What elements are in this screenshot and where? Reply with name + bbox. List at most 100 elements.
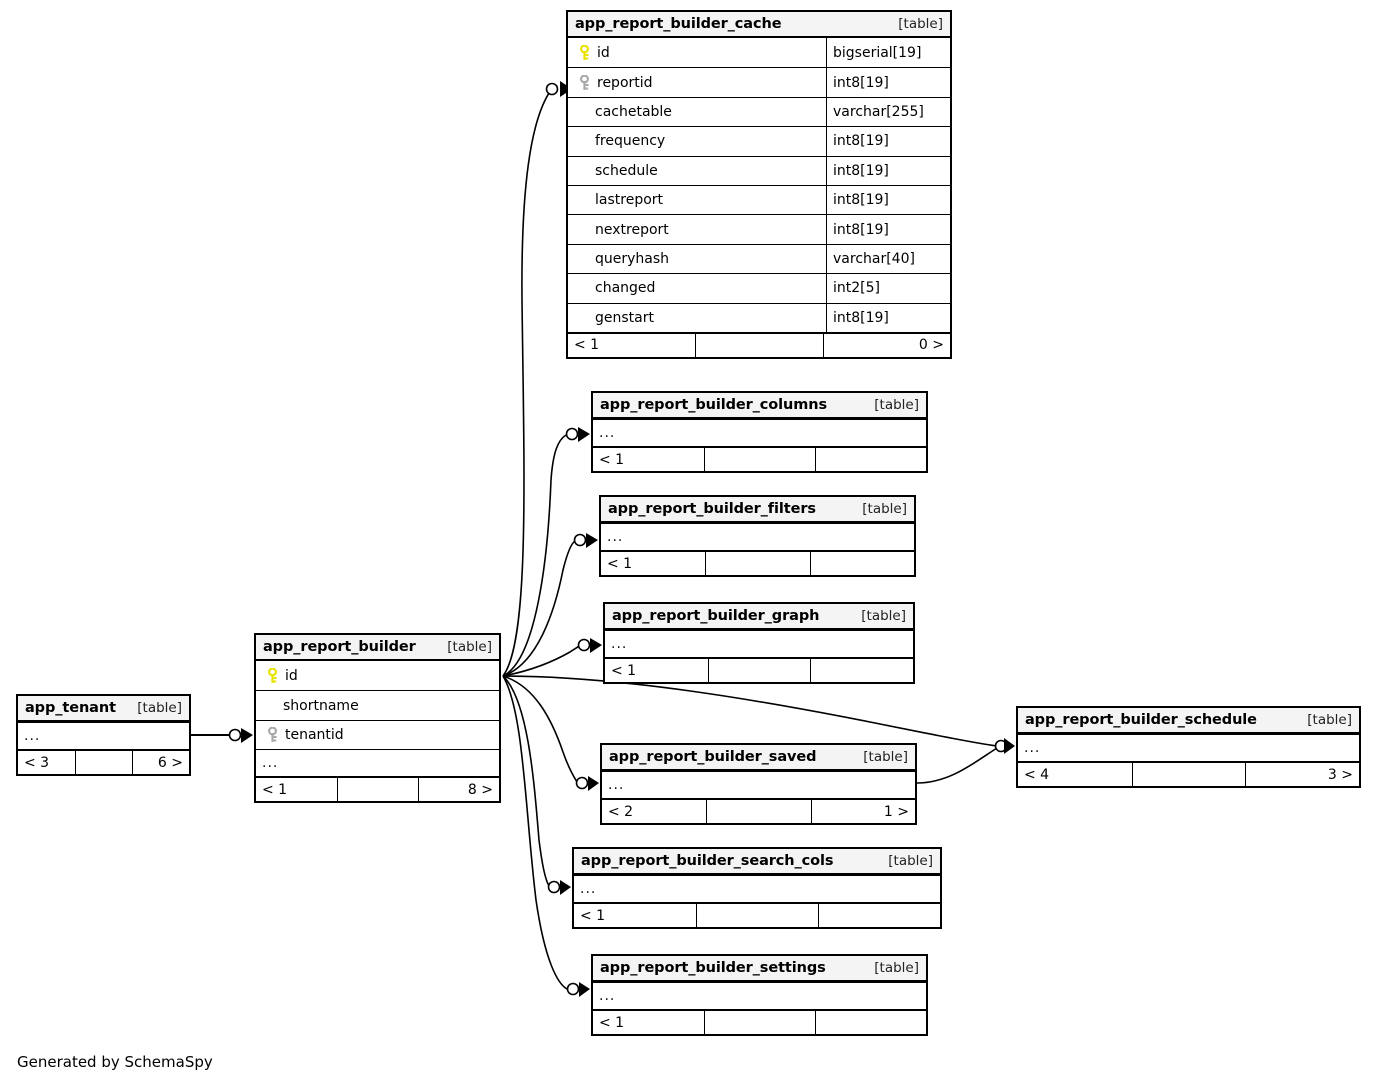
- table-title: app_report_builder: [263, 638, 416, 655]
- column-type-cell: int8[19]: [826, 127, 950, 156]
- column-label: genstart: [595, 309, 654, 326]
- footer-incoming-count: < 4: [1024, 766, 1050, 783]
- table-node-app_report_builder[interactable]: app_report_builder [table] id shortname tena…: [254, 633, 501, 804]
- table-kind-label: [table]: [874, 396, 919, 413]
- table-kind-label: [table]: [863, 748, 908, 765]
- table-node-app_report_builder_cache[interactable]: app_report_builder_cache [table] id bigseri…: [566, 10, 952, 359]
- column-type-cell: bigserial[19]: [826, 38, 950, 68]
- edge-builder-to-saved: [502, 675, 578, 783]
- footer-middle-cell: [706, 800, 810, 823]
- footer-incoming-count: < 1: [262, 781, 288, 798]
- footer-middle-cell: [75, 751, 132, 774]
- table-node-app_report_builder_settings[interactable]: app_report_builder_settings[table]...< 1: [591, 954, 928, 1036]
- columns-ellipsis-row: ...: [256, 749, 499, 776]
- edge-builder-to-graph: [502, 644, 580, 677]
- column-label: queryhash: [595, 250, 670, 267]
- column-name-cell: lastreport: [568, 186, 826, 214]
- footer-outgoing-count: [815, 448, 926, 471]
- column-name-cell: tenantid: [256, 721, 499, 749]
- table-footer-app_report_builder_filters: < 1: [601, 550, 914, 575]
- table-node-app_report_builder_filters[interactable]: app_report_builder_filters[table]... < 1: [599, 495, 916, 577]
- table-kind-label: [table]: [898, 15, 943, 32]
- table-kind-label: [table]: [447, 638, 492, 655]
- footer-outgoing-count: 8 >: [418, 778, 499, 802]
- table-header-app_report_builder_search_cols: app_report_builder_search_cols[table]: [574, 849, 940, 875]
- columns-ellipsis-row: ...: [601, 523, 914, 550]
- primary-key-icon: [577, 44, 592, 61]
- footer-outgoing-count: [815, 1011, 926, 1034]
- footer-incoming-count: < 1: [599, 451, 625, 468]
- column-name-cell: id: [568, 38, 826, 67]
- primary-key-icon: [265, 667, 280, 684]
- footer-incoming-count: < 1: [599, 1014, 625, 1031]
- column-row-shortname: shortname: [256, 690, 499, 719]
- table-footer-app_report_builder_settings: < 1: [593, 1009, 926, 1034]
- footer-outgoing-count: [809, 552, 914, 575]
- table-footer-app_report_builder_cache: < 1 0 >: [568, 331, 950, 357]
- footer-middle-cell: [696, 904, 818, 927]
- table-header-app_report_builder: app_report_builder [table]: [256, 635, 499, 661]
- table-footer-app_report_builder: < 1 8 >: [256, 776, 499, 802]
- column-label: reportid: [597, 74, 653, 91]
- column-label: id: [285, 667, 298, 684]
- edge-builder-to-columns: [502, 434, 567, 677]
- table-header-app_report_builder_filters: app_report_builder_filters[table]: [601, 497, 914, 523]
- columns-ellipsis-row: ...: [602, 771, 915, 798]
- table-title: app_report_builder_columns: [600, 396, 828, 413]
- table-header-app_report_builder_graph: app_report_builder_graph[table]: [605, 604, 913, 630]
- columns-ellipsis-row: ...: [1018, 734, 1359, 761]
- footer-middle-cell: [705, 552, 809, 575]
- footer-outgoing-count: 0 >: [822, 333, 950, 357]
- column-type-cell: varchar[40]: [826, 244, 950, 274]
- column-name-cell: frequency: [568, 127, 826, 155]
- footer-middle-cell: [704, 1011, 815, 1034]
- column-row-queryhash: queryhash varchar[40]: [568, 243, 950, 274]
- table-header-app_report_builder_schedule: app_report_builder_schedule[table]: [1018, 708, 1359, 734]
- column-row-id: id: [256, 661, 499, 690]
- column-label: schedule: [595, 162, 658, 179]
- column-name-cell: queryhash: [568, 245, 826, 273]
- table-title: app_report_builder_saved: [609, 748, 817, 765]
- footer-incoming-count: < 3: [24, 754, 50, 771]
- table-node-app_report_builder_schedule[interactable]: app_report_builder_schedule[table]... < 4…: [1016, 706, 1361, 788]
- columns-ellipsis-row: ...: [593, 982, 926, 1009]
- table-node-app_report_builder_graph[interactable]: app_report_builder_graph[table]...< 1: [603, 602, 915, 684]
- column-name-cell: nextreport: [568, 215, 826, 243]
- table-kind-label: [table]: [1307, 711, 1352, 728]
- table-title: app_report_builder_cache: [575, 15, 782, 32]
- column-type-cell: varchar[255]: [826, 97, 950, 127]
- footer-incoming-count: < 1: [574, 337, 600, 354]
- column-type-cell: int8[19]: [826, 215, 950, 244]
- table-kind-label: [table]: [137, 699, 182, 716]
- footer-middle-cell: [1131, 763, 1246, 786]
- column-name-cell: changed: [568, 274, 826, 302]
- footer-outgoing-count: 1 >: [810, 800, 915, 823]
- table-node-app_report_builder_search_cols[interactable]: app_report_builder_search_cols[table]...…: [572, 847, 942, 929]
- table-title: app_report_builder_filters: [608, 500, 816, 517]
- column-label: lastreport: [595, 192, 664, 209]
- column-label: tenantid: [285, 726, 344, 743]
- table-footer-app_report_builder_graph: < 1: [605, 657, 913, 682]
- table-title: app_tenant: [25, 699, 116, 716]
- edge-builder-to-settings: [502, 675, 568, 990]
- column-row-id: id bigserial[19]: [568, 38, 950, 68]
- generated-by-caption: Generated by SchemaSpy: [17, 1053, 213, 1071]
- columns-ellipsis-row: ...: [605, 630, 913, 657]
- footer-incoming-count: < 1: [607, 555, 633, 572]
- table-node-app_report_builder_columns[interactable]: app_report_builder_columns[table]...< 1: [591, 391, 928, 473]
- table-kind-label: [table]: [888, 852, 933, 869]
- column-type-cell: int8[19]: [826, 156, 950, 185]
- column-label: id: [597, 44, 610, 61]
- table-header-app_report_builder_cache: app_report_builder_cache [table]: [568, 12, 950, 38]
- column-label: shortname: [283, 697, 359, 714]
- table-kind-label: [table]: [861, 607, 906, 624]
